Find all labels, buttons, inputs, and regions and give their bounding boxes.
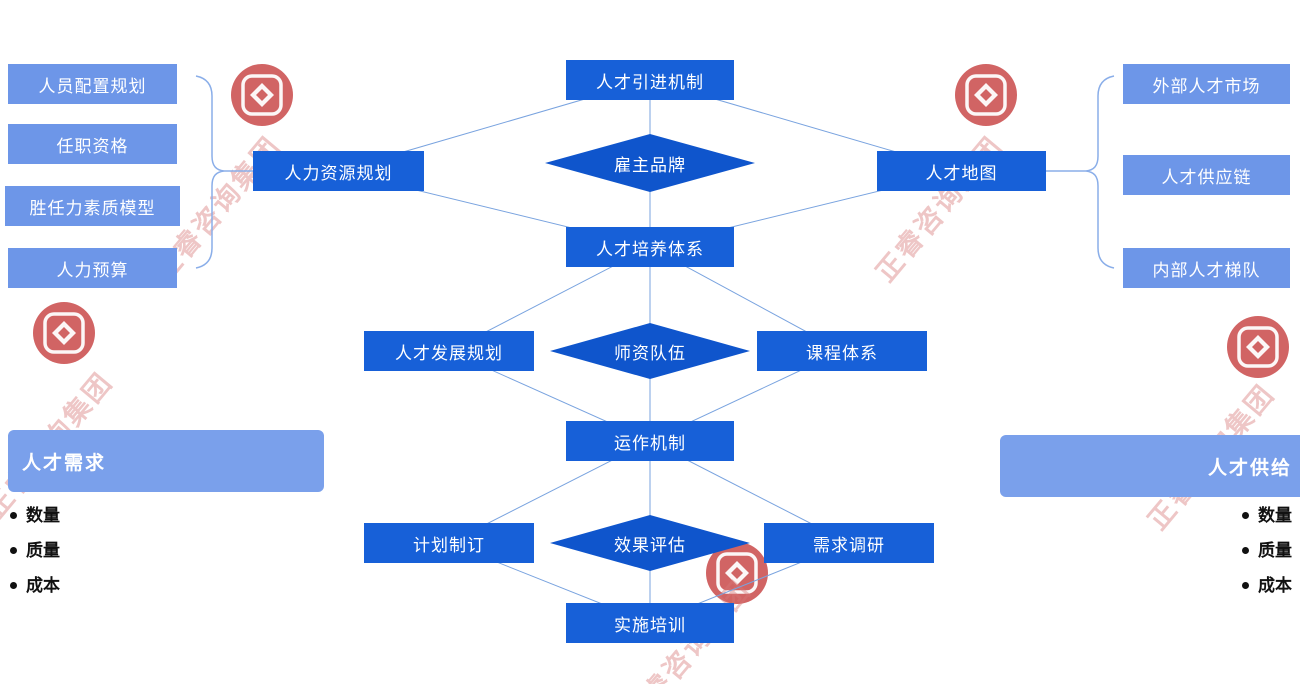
node-talent-dev-planning: 人才发展规划 [364, 331, 534, 371]
bullet-dot-icon [10, 512, 17, 519]
talent-supply-title: 人才供给 [1207, 457, 1292, 479]
bullet-label: 数量 [26, 506, 60, 525]
node-implement-training: 实施培训 [566, 603, 734, 643]
brand-seal-icon [230, 63, 294, 127]
talent-demand-title: 人才需求 [22, 452, 107, 474]
node-plan-making: 计划制订 [364, 523, 534, 563]
brand-seal-icon [705, 541, 769, 605]
left-item-competency-model: 胜任力素质模型 [5, 186, 180, 226]
bullet-label: 质量 [26, 541, 60, 560]
right-brace [1046, 75, 1115, 269]
node-course-system: 课程体系 [757, 331, 927, 371]
bullet-item: 数量 [10, 498, 210, 533]
left-item-hr-budget: 人力预算 [8, 248, 177, 288]
bullet-item: 质量 [10, 533, 210, 568]
node-talent-training-system: 人才培养体系 [566, 227, 734, 267]
talent-supply-bullets: 数量 质量 成本 [1092, 498, 1292, 603]
bullet-label: 质量 [1258, 541, 1292, 560]
bullet-item: 成本 [1092, 568, 1292, 603]
right-item-external-talent-market: 外部人才市场 [1123, 64, 1290, 104]
node-hr-planning: 人力资源规划 [253, 151, 424, 191]
left-brace [195, 75, 253, 269]
node-demand-research: 需求调研 [764, 523, 934, 563]
bullet-label: 成本 [1258, 576, 1292, 595]
node-talent-intro-mechanism: 人才引进机制 [566, 60, 734, 100]
node-operation-mechanism: 运作机制 [566, 421, 734, 461]
right-item-talent-supply-chain: 人才供应链 [1123, 155, 1290, 195]
bullet-item: 质量 [1092, 533, 1292, 568]
node-talent-map: 人才地图 [877, 151, 1046, 191]
bullet-label: 数量 [1258, 506, 1292, 525]
bullet-item: 数量 [1092, 498, 1292, 533]
bullet-label: 成本 [26, 576, 60, 595]
bullet-dot-icon [1242, 512, 1249, 519]
bullet-item: 成本 [10, 568, 210, 603]
left-item-staffing-planning: 人员配置规划 [8, 64, 177, 104]
talent-demand-bullets: 数量 质量 成本 [10, 498, 210, 603]
brand-seal-icon [32, 301, 96, 365]
left-item-job-qualification: 任职资格 [8, 124, 177, 164]
right-item-internal-talent-echelon: 内部人才梯队 [1123, 248, 1290, 288]
talent-demand-banner: 人才需求 [8, 430, 324, 492]
brand-seal-icon [954, 63, 1018, 127]
bullet-dot-icon [1242, 582, 1249, 589]
bullet-dot-icon [10, 582, 17, 589]
brand-seal-icon [1226, 315, 1290, 379]
talent-supply-banner: 人才供给 [1000, 435, 1300, 497]
bullet-dot-icon [1242, 547, 1249, 554]
bullet-dot-icon [10, 547, 17, 554]
